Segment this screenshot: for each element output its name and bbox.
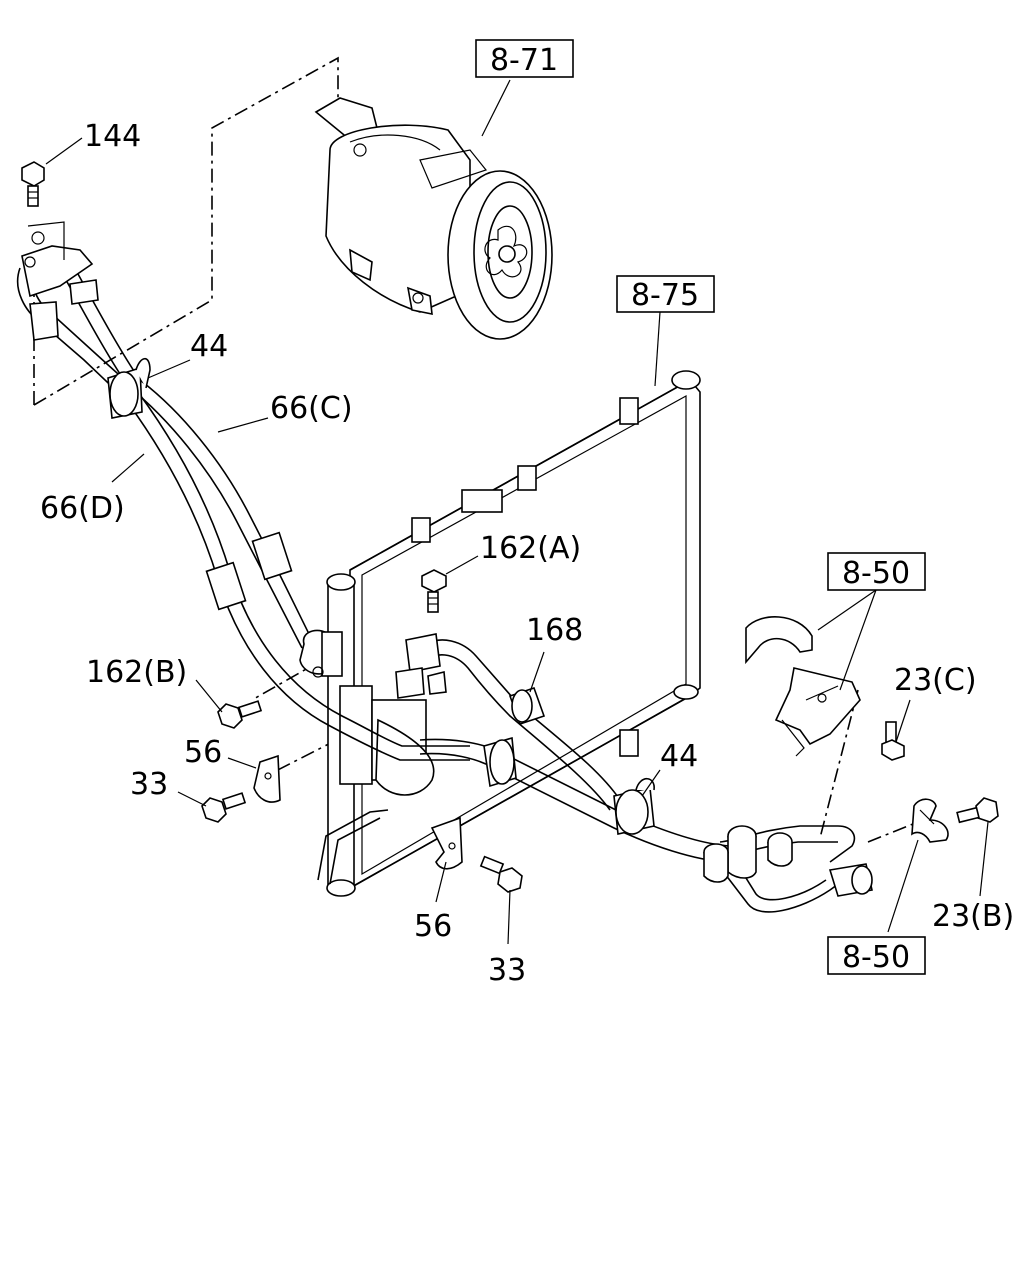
liquid-line [419, 736, 731, 863]
label-66d: 66(D) [40, 491, 125, 526]
ref-box-compressor [475, 39, 574, 78]
ref-box-condenser [616, 275, 715, 313]
bolt-33-lower-part [479, 855, 523, 893]
ref-label-bracket-lower: 8-50 [842, 940, 910, 975]
bolt-162a-part [421, 569, 447, 613]
bolt-23b-part [956, 797, 999, 824]
bolt-23c-part [881, 721, 905, 761]
label-56-lower: 56 [414, 909, 452, 944]
leader-lines [45, 79, 989, 945]
ref-box-bracket-upper [827, 552, 926, 591]
pipe-168 [395, 633, 621, 811]
label-162a: 162(A) [480, 531, 581, 566]
ref-box-bracket-lower [827, 936, 926, 975]
label-66c: 66(C) [270, 391, 353, 426]
label-44-lower: 44 [660, 739, 698, 774]
ref-label-condenser: 8-75 [631, 278, 699, 313]
label-23b: 23(B) [932, 899, 1014, 934]
bolts [21, 161, 999, 893]
label-33-left: 33 [130, 767, 168, 802]
label-23c: 23(C) [894, 663, 977, 698]
bracket-upper [745, 616, 861, 757]
right-fittings [703, 825, 873, 913]
label-33-lower: 33 [488, 953, 526, 988]
label-56-left: 56 [184, 735, 222, 770]
bolt-144-part [21, 161, 45, 207]
bracket-56-parts [253, 754, 463, 870]
label-168: 168 [526, 613, 583, 648]
ref-label-compressor: 8-71 [490, 43, 558, 78]
ref-label-bracket-upper: 8-50 [842, 556, 910, 591]
compressor [314, 97, 553, 340]
hose-assembly [16, 221, 470, 761]
bolt-162b-part [217, 700, 263, 729]
bracket-lower [911, 798, 949, 843]
label-162b: 162(B) [86, 655, 187, 690]
bolt-33-left-part [201, 792, 247, 823]
label-144: 144 [84, 119, 141, 154]
label-44-upper: 44 [190, 329, 228, 364]
